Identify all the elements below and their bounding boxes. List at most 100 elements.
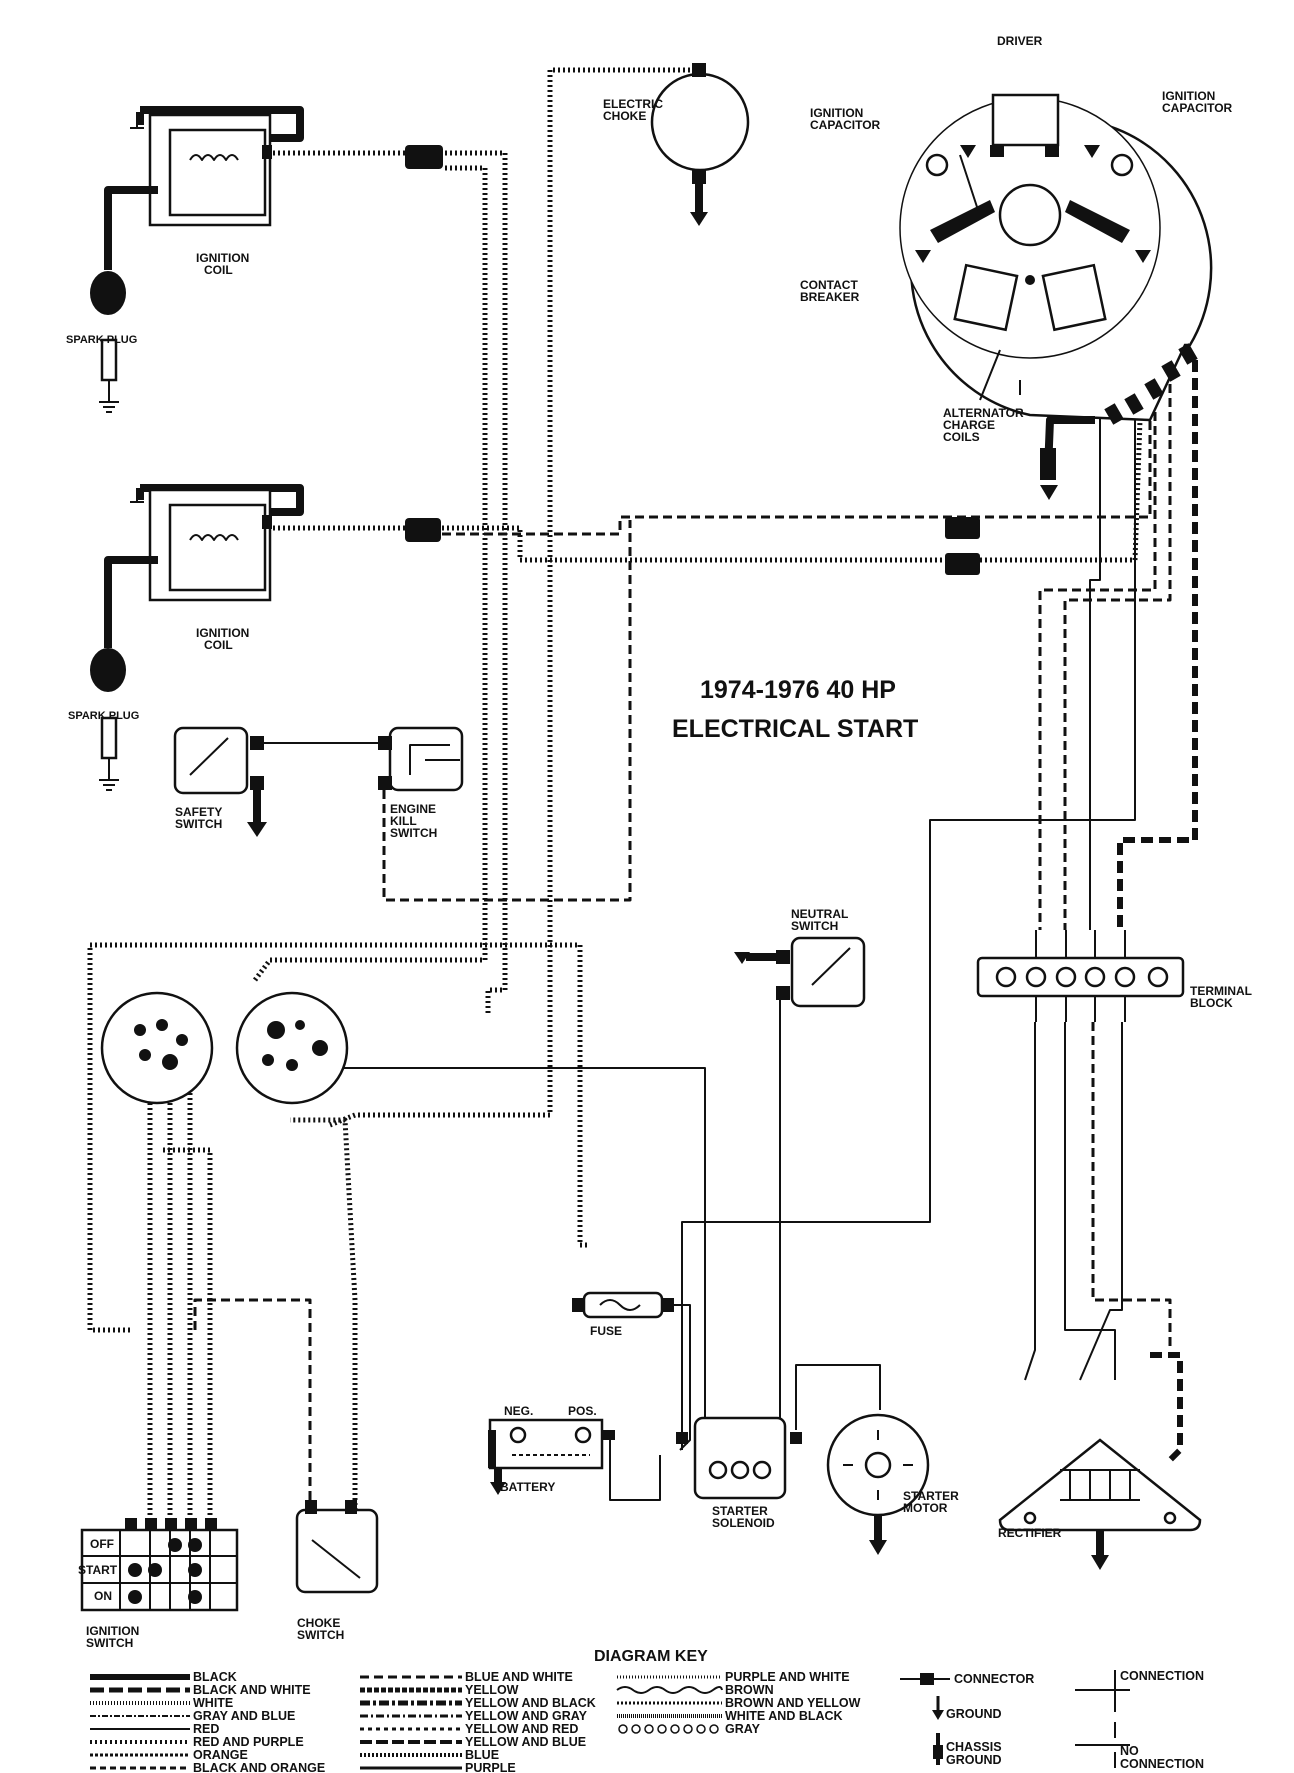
wire-harness-2 — [160, 1147, 213, 1520]
key-col1-2: WHITE — [193, 1696, 233, 1710]
key-connection-icon — [1075, 1670, 1130, 1712]
key-column-4 — [900, 1673, 950, 1765]
wires — [87, 67, 1198, 1520]
harness-plug-right — [235, 991, 349, 1105]
wire-harness-gray — [330, 1067, 706, 1440]
stator-ground-icon-5 — [1040, 485, 1058, 500]
rectifier-body — [998, 1438, 1202, 1532]
wire-tb-rect-1 — [1024, 1022, 1036, 1381]
label-neutral-a: NEUTRAL — [791, 907, 848, 921]
plug-right-pin-1 — [267, 1021, 285, 1039]
wire-stator-c — [1038, 370, 1157, 930]
charge-coil-left — [953, 263, 1019, 332]
stator-ground-icon-3 — [915, 250, 931, 263]
label-starter-solenoid-a: STARTER — [712, 1504, 768, 1518]
coil1-ground-icon — [130, 112, 144, 129]
key-column-5 — [1075, 1670, 1130, 1768]
key-col2-4: YELLOW AND RED — [465, 1722, 578, 1736]
battery-pos-post — [574, 1426, 592, 1444]
stator-ground-icon-2 — [1084, 145, 1100, 158]
spark-plug-2-ground-icon — [99, 758, 119, 791]
key-col1-7: BLACK AND ORANGE — [193, 1761, 325, 1773]
wire-electric-choke — [329, 67, 700, 1128]
wire-harness-left — [87, 942, 590, 1333]
label-engine-kill-b: KILL — [390, 814, 417, 828]
key-col5-2: CONNECTION — [1120, 1757, 1204, 1771]
rectifier-diodes — [1060, 1469, 1140, 1501]
label-starter-motor-a: STARTER — [903, 1489, 959, 1503]
key-col2-6: BLUE — [465, 1748, 499, 1762]
label-ignition-coil-1b: COIL — [204, 263, 233, 277]
kill-switch-contact — [409, 744, 460, 775]
wire-tb-rect-5 — [1150, 1352, 1183, 1463]
key-col2-3: YELLOW AND GRAY — [465, 1709, 588, 1723]
stator-ground-icon-1 — [960, 145, 976, 158]
magneto-stator — [899, 93, 1213, 500]
plug-right-pin-2 — [295, 1020, 305, 1030]
wire-coil1-primary — [268, 150, 508, 1015]
label-choke-switch-b: SWITCH — [297, 1628, 344, 1642]
fuse — [572, 1291, 674, 1319]
mid-connectors — [945, 517, 980, 575]
key-col4-0: CONNECTOR — [954, 1672, 1034, 1686]
key-col3-3: WHITE AND BLACK — [725, 1709, 843, 1723]
harness-plugs — [100, 991, 349, 1105]
fuse-terminal-2 — [662, 1298, 674, 1312]
key-col2-0: BLUE AND WHITE — [465, 1670, 573, 1684]
breaker-arm-left — [930, 200, 995, 243]
spark-plug-2 — [100, 716, 118, 760]
key-col5-1: NO — [1120, 1744, 1139, 1758]
spark-plug-1-ground-icon — [99, 380, 119, 413]
stator-conn-2 — [1124, 393, 1144, 415]
plug-right-pin-4 — [262, 1054, 274, 1066]
label-contact-breaker-b: BREAKER — [800, 290, 860, 304]
key-col4-1: GROUND — [946, 1707, 1002, 1721]
coil2-ground-icon — [130, 488, 144, 503]
wire-fuse-solenoid — [670, 1304, 691, 1451]
choke-switch — [295, 1500, 379, 1594]
coil2-connector — [405, 518, 441, 542]
ignition-coil-1 — [90, 106, 443, 413]
label-rectifier: RECTIFIER — [998, 1526, 1062, 1540]
stator-ground-connector — [1040, 448, 1056, 480]
spark-plug-boot-1 — [90, 271, 126, 315]
key-connector-icon — [920, 1673, 934, 1685]
key-col2-1: YELLOW — [465, 1683, 519, 1697]
key-col1-0: BLACK — [193, 1670, 237, 1684]
key-col3-4: GRAY — [725, 1722, 761, 1736]
label-engine-kill-c: SWITCH — [390, 826, 437, 840]
key-col4-3: GROUND — [946, 1753, 1002, 1767]
safety-terminal-1 — [250, 736, 264, 750]
motor-ground-icon — [869, 1540, 887, 1555]
safety-terminal-2 — [250, 776, 264, 790]
solenoid-terminal-2 — [790, 1432, 802, 1444]
motor-brushes — [843, 1430, 913, 1500]
coil1-terminal — [262, 145, 272, 159]
rectifier-hole-1 — [1023, 1511, 1037, 1525]
label-spark-plug-2: SPARK PLUG — [68, 710, 139, 722]
battery-terminal — [603, 1430, 615, 1440]
capacitor-left — [925, 153, 949, 177]
label-starter-solenoid-b: SOLENOID — [712, 1516, 775, 1530]
choke-switch-terminal-1 — [305, 1500, 317, 1514]
coil1-hv-lead — [104, 186, 158, 270]
starter-motor — [826, 1413, 930, 1555]
label-electric-choke-a: ELECTRIC — [603, 97, 663, 111]
charge-coil-right — [1041, 263, 1107, 332]
label-battery-pos: POS. — [568, 1404, 597, 1418]
rectifier-hole-2 — [1163, 1511, 1177, 1525]
label-switch-start: START — [78, 1563, 118, 1577]
coil1-winding — [189, 154, 239, 161]
label-spark-plug-1: SPARK PLUG — [66, 334, 137, 346]
label-fuse: FUSE — [590, 1324, 622, 1338]
title-line-1: 1974-1976 40 HP — [700, 676, 896, 704]
key-chassis-ground-block — [933, 1745, 943, 1759]
wire-harness-choke — [193, 1298, 312, 1500]
neutral-switch-contact — [811, 947, 851, 986]
coil1-connector — [405, 145, 443, 169]
coil2-terminal — [262, 515, 272, 529]
plug-left-pin-1 — [134, 1024, 146, 1036]
safety-switch — [173, 726, 267, 837]
fuse-body — [582, 1291, 664, 1319]
label-alternator-b: CHARGE — [943, 418, 995, 432]
